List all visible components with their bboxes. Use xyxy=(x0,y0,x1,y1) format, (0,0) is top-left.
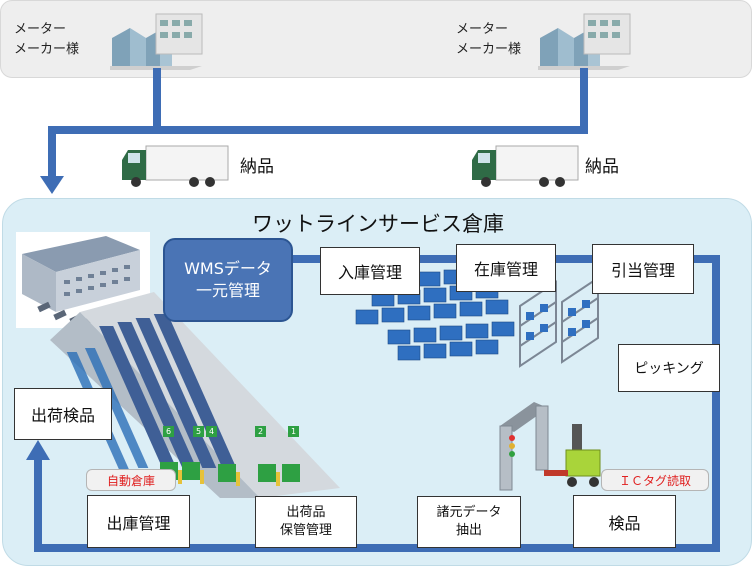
allocation-management-box: 引当管理 xyxy=(592,244,694,294)
rack-number-5: 5 xyxy=(193,426,204,437)
receiving-management-box: 入庫管理 xyxy=(320,247,420,295)
shipping-management-box: 出庫管理 xyxy=(87,495,190,548)
truck-icon-left xyxy=(122,145,229,187)
inventory-management-box: 在庫管理 xyxy=(456,244,556,292)
top-flow-arrows xyxy=(40,68,588,194)
delivery-label-left: 納品 xyxy=(240,157,274,177)
spec-data-extraction-box: 諸元データ 抽出 xyxy=(417,496,521,548)
delivery-label-right: 納品 xyxy=(585,157,619,177)
rack-number-2: 2 xyxy=(255,426,266,437)
maker-label-left: メーター メーカー様 xyxy=(14,22,80,57)
warehouse-title: ワットラインサービス倉庫 xyxy=(252,212,504,236)
automated-warehouse-racks xyxy=(50,292,340,498)
picking-box: ピッキング xyxy=(618,344,720,392)
ic-tag-gate-icon xyxy=(499,402,549,491)
ic-tag-reading-tag: ＩＣタグ読取 xyxy=(601,469,709,491)
factory-icon-left xyxy=(110,13,203,70)
picking-shelves-icon xyxy=(519,276,599,368)
storage-management-box: 出荷品 保管管理 xyxy=(255,496,357,548)
shipping-inspection-box: 出荷検品 xyxy=(14,388,112,440)
auto-warehouse-tag: 自動倉庫 xyxy=(86,469,176,491)
wms-data-box: WMSデータ 一元管理 xyxy=(163,238,293,322)
forklift-icon xyxy=(544,424,601,487)
rack-number-4: 4 xyxy=(206,426,217,437)
inspection-box: 検品 xyxy=(573,495,676,548)
rack-number-6: 6 xyxy=(163,426,174,437)
rack-number-1: 1 xyxy=(288,426,299,437)
truck-icon-right xyxy=(472,145,579,187)
maker-label-right: メーター メーカー様 xyxy=(456,22,522,57)
